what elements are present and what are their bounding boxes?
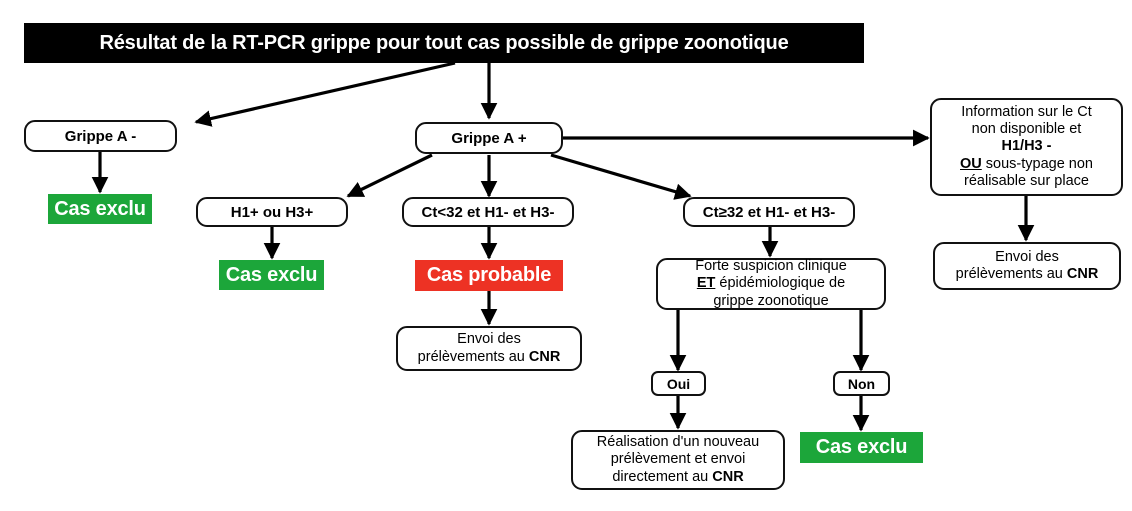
node-line-3-cnr: CNR — [712, 468, 744, 485]
node-line-2-rest: épidémiologique de — [715, 275, 846, 292]
node-label: H1+ ou H3+ — [230, 203, 314, 221]
node-line-4: OU sous-typage non — [938, 156, 1115, 173]
edge-grippe-a-pos-to-ct-ge-32 — [550, 153, 692, 200]
node-line-2: non disponible et — [971, 121, 1082, 138]
node-grippe-a-negative[interactable]: Grippe A - — [24, 120, 177, 152]
node-label: Grippe A + — [451, 129, 527, 147]
node-label: Cas probable — [426, 264, 552, 286]
node-line-2: ET épidémiologique de — [664, 275, 878, 292]
node-line-2-et: ET — [696, 275, 716, 292]
node-h1-ou-h3-positive[interactable]: H1+ ou H3+ — [196, 197, 348, 227]
node-line-2-pre: prélèvements au — [417, 348, 529, 365]
node-line-1: Envoi des — [457, 331, 521, 348]
edge-grippe-a-pos-to-h1-h3 — [346, 153, 433, 198]
node-ct-greater-equal-32[interactable]: Ct≥32 et H1- et H3- — [683, 197, 855, 227]
title-banner: Résultat de la RT-PCR grippe pour tout c… — [24, 23, 864, 63]
node-line-3: directement au CNR — [579, 469, 777, 486]
node-label: Ct<32 et H1- et H3- — [421, 203, 555, 221]
node-label: Cas exclu — [225, 263, 318, 286]
node-label: Grippe A - — [64, 127, 137, 145]
node-line-1: Information sur le Ct — [961, 104, 1092, 121]
node-line-2-pre: prélèvements au — [955, 266, 1067, 282]
node-envoi-prelevements-cnr-1[interactable]: Envoi des prélèvements au CNR — [396, 326, 582, 371]
node-non[interactable]: Non — [833, 371, 890, 396]
node-label: Oui — [666, 375, 691, 392]
node-information-ct[interactable]: Information sur le Ct non disponible et … — [930, 98, 1123, 196]
node-cas-probable[interactable]: Cas probable — [415, 260, 563, 291]
node-ct-less-than-32[interactable]: Ct<32 et H1- et H3- — [402, 197, 574, 227]
node-line-3-pre: directement au — [612, 468, 713, 485]
node-line-4-rest: sous-typage non — [981, 155, 1093, 172]
node-line-1: Envoi des — [995, 248, 1059, 265]
node-forte-suspicion[interactable]: Forte suspicion clinique ET épidémiologi… — [656, 258, 886, 310]
node-cas-exclu-1[interactable]: Cas exclu — [48, 194, 152, 224]
node-line-2: prélèvement et envoi — [610, 451, 746, 468]
node-cas-exclu-3[interactable]: Cas exclu — [800, 432, 923, 463]
node-grippe-a-positive[interactable]: Grippe A + — [415, 122, 563, 154]
node-line-2-cnr: CNR — [528, 348, 561, 365]
node-line-1: Forte suspicion clinique — [695, 258, 847, 275]
edge-title-to-grippe-a-neg — [194, 61, 456, 127]
node-line-3: grippe zoonotique — [713, 292, 829, 309]
node-line-2: prélèvements au CNR — [941, 266, 1113, 283]
node-line-2: prélèvements au CNR — [404, 349, 574, 366]
node-line-4-ou: OU — [960, 155, 982, 172]
node-line-5: réalisable sur place — [964, 172, 1089, 189]
node-label: Cas exclu — [815, 436, 908, 458]
node-label: Ct≥32 et H1- et H3- — [702, 203, 836, 221]
node-line-3: H1/H3 - — [1001, 138, 1052, 155]
node-label: Non — [847, 375, 876, 392]
node-label: Cas exclu — [54, 197, 146, 220]
page-title: Résultat de la RT-PCR grippe pour tout c… — [99, 31, 789, 54]
node-nouveau-prelevement[interactable]: Réalisation d'un nouveau prélèvement et … — [571, 430, 785, 490]
node-line-1: Réalisation d'un nouveau — [596, 434, 760, 451]
node-line-2-cnr: CNR — [1066, 266, 1099, 282]
node-oui[interactable]: Oui — [651, 371, 706, 396]
node-cas-exclu-2[interactable]: Cas exclu — [219, 260, 324, 290]
node-envoi-prelevements-cnr-2[interactable]: Envoi des prélèvements au CNR — [933, 242, 1121, 290]
